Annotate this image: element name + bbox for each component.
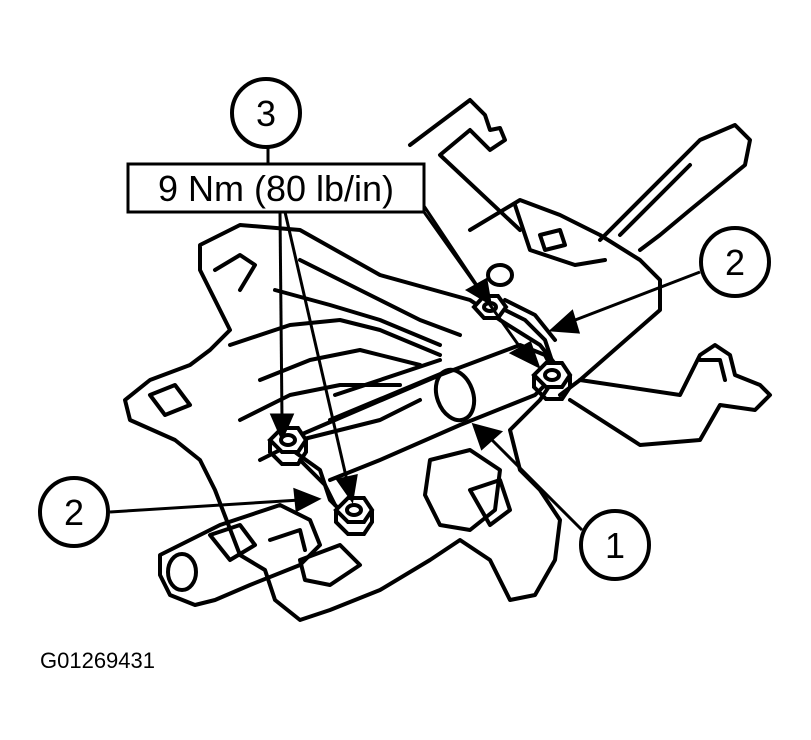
upper-bracket-hook — [408, 98, 522, 232]
figure-id: G01269431 — [40, 648, 155, 673]
nut-lower-left — [267, 426, 309, 466]
clamp-nuts — [267, 263, 573, 536]
leader-lines — [109, 148, 701, 532]
callout-3: 3 — [230, 77, 302, 149]
nut-upper-right — [531, 361, 573, 401]
tilt-lever — [598, 123, 752, 252]
callout-1-label: 1 — [605, 525, 625, 566]
upper-housing — [468, 198, 662, 397]
callout-2-upper-label: 2 — [725, 242, 745, 283]
lower-shaft-end — [158, 503, 322, 607]
nut-lower-right — [333, 496, 375, 536]
bolt-head-top — [486, 263, 514, 287]
torque-spec-box: 9 Nm (80 lb/in) — [126, 162, 426, 214]
right-bracket-hook — [568, 343, 772, 447]
callout-2-upper: 2 — [699, 226, 771, 298]
callout-2-lower: 2 — [38, 476, 110, 548]
callout-1: 1 — [579, 509, 651, 581]
callout-3-label: 3 — [256, 93, 276, 134]
torque-spec-text: 9 Nm (80 lb/in) — [158, 168, 394, 209]
upper-clamp-strap — [493, 303, 557, 372]
callout-2-lower-label: 2 — [64, 492, 84, 533]
column-frame — [123, 223, 562, 622]
